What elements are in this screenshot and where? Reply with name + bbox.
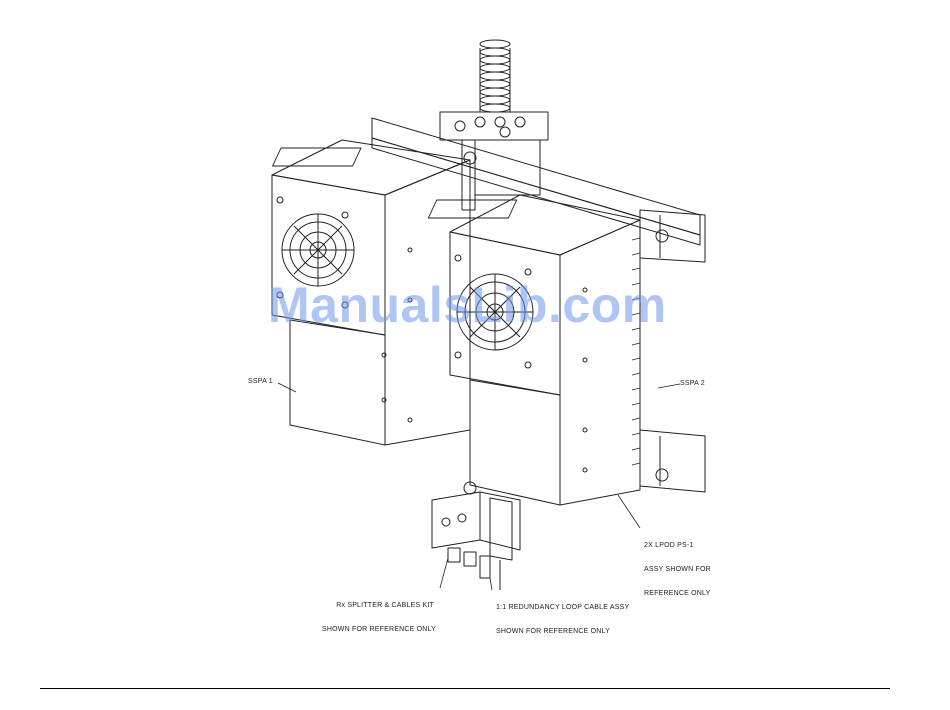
- lpod-line-2: ASSY SHOWN FOR: [644, 566, 711, 574]
- loop-cable-callout: 1:1 REDUNDANCY LOOP CABLE ASSY SHOWN FOR…: [496, 588, 629, 644]
- splitter-callout: Rx SPLITTER & CABLES KIT SHOWN FOR REFER…: [322, 586, 434, 642]
- sspa-1-label: SSPA 1: [248, 378, 273, 386]
- watermark: ManualsLib.com: [268, 276, 667, 334]
- loop-line-2: SHOWN FOR REFERENCE ONLY: [496, 628, 629, 636]
- splitter-line-1: Rx SPLITTER & CABLES KIT: [322, 602, 434, 610]
- heatsink-fins: [632, 238, 640, 465]
- helical-coil: [480, 40, 510, 112]
- lpod-callout: 2X LPOD PS-1 ASSY SHOWN FOR REFERENCE ON…: [644, 526, 711, 606]
- top-manifold: [440, 112, 548, 210]
- sspa-2-unit: [428, 195, 640, 505]
- lpod-line-3: REFERENCE ONLY: [644, 590, 711, 598]
- loop-line-1: 1:1 REDUNDANCY LOOP CABLE ASSY: [496, 604, 629, 612]
- footer-rule: [40, 688, 890, 689]
- lpod-line-1: 2X LPOD PS-1: [644, 542, 711, 550]
- splitter-assembly: [432, 482, 520, 590]
- splitter-line-2: SHOWN FOR REFERENCE ONLY: [322, 626, 434, 634]
- sspa-2-label: SSPA 2: [680, 380, 705, 388]
